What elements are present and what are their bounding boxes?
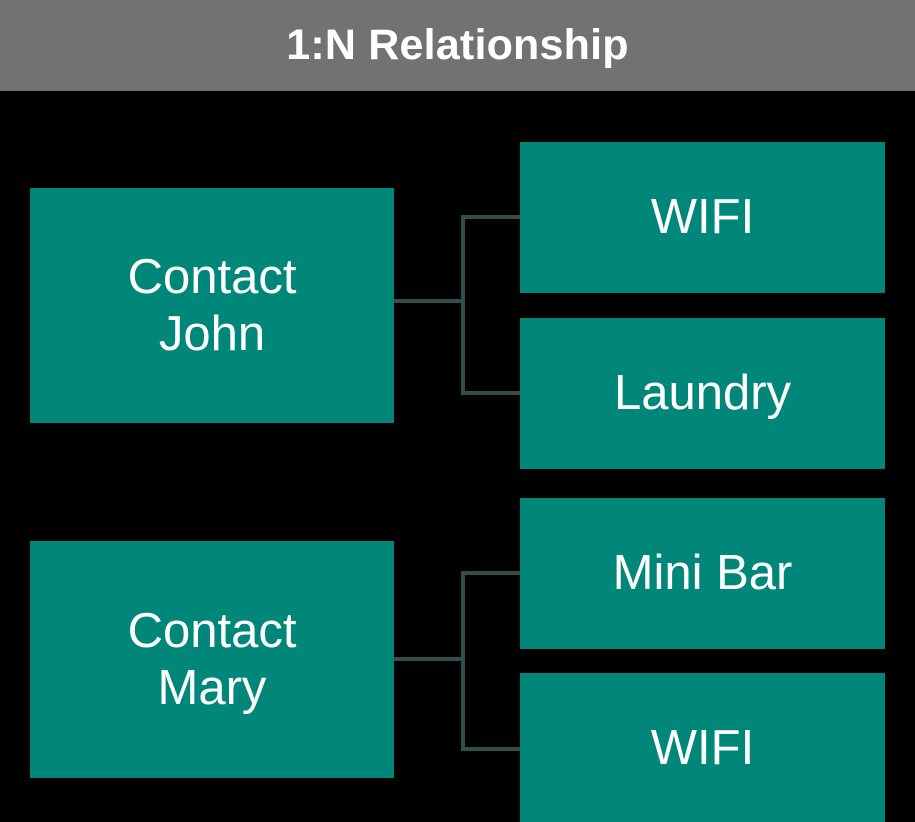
page-title: 1:N Relationship — [286, 21, 629, 69]
node-wifi-mary[interactable]: WIFI — [520, 673, 885, 822]
connector-john-to-wifi — [461, 215, 523, 219]
node-wifi-john[interactable]: WIFI — [520, 142, 885, 293]
connector-john-trunk — [393, 299, 465, 303]
header-bar — [0, 0, 915, 91]
node-mini-bar-mary[interactable]: Mini Bar — [520, 498, 885, 649]
connector-mary-to-wifi — [461, 747, 523, 751]
node-wifi-mary-label: WIFI — [650, 721, 755, 776]
connector-mary-spine — [461, 571, 465, 751]
node-wifi-john-label: WIFI — [650, 190, 755, 245]
connector-john-to-laundry — [461, 391, 523, 395]
node-contact-mary[interactable]: Contact Mary — [30, 541, 394, 778]
node-laundry-john[interactable]: Laundry — [520, 318, 885, 469]
node-contact-john[interactable]: Contact John — [30, 188, 394, 423]
connector-mary-trunk — [393, 657, 465, 661]
node-contact-mary-label: Contact Mary — [127, 603, 297, 715]
node-mini-bar-mary-label: Mini Bar — [612, 546, 793, 601]
connector-john-spine — [461, 215, 465, 395]
node-laundry-john-label: Laundry — [613, 366, 792, 421]
node-contact-john-label: Contact John — [127, 249, 297, 361]
connector-mary-to-mini-bar — [461, 571, 523, 575]
